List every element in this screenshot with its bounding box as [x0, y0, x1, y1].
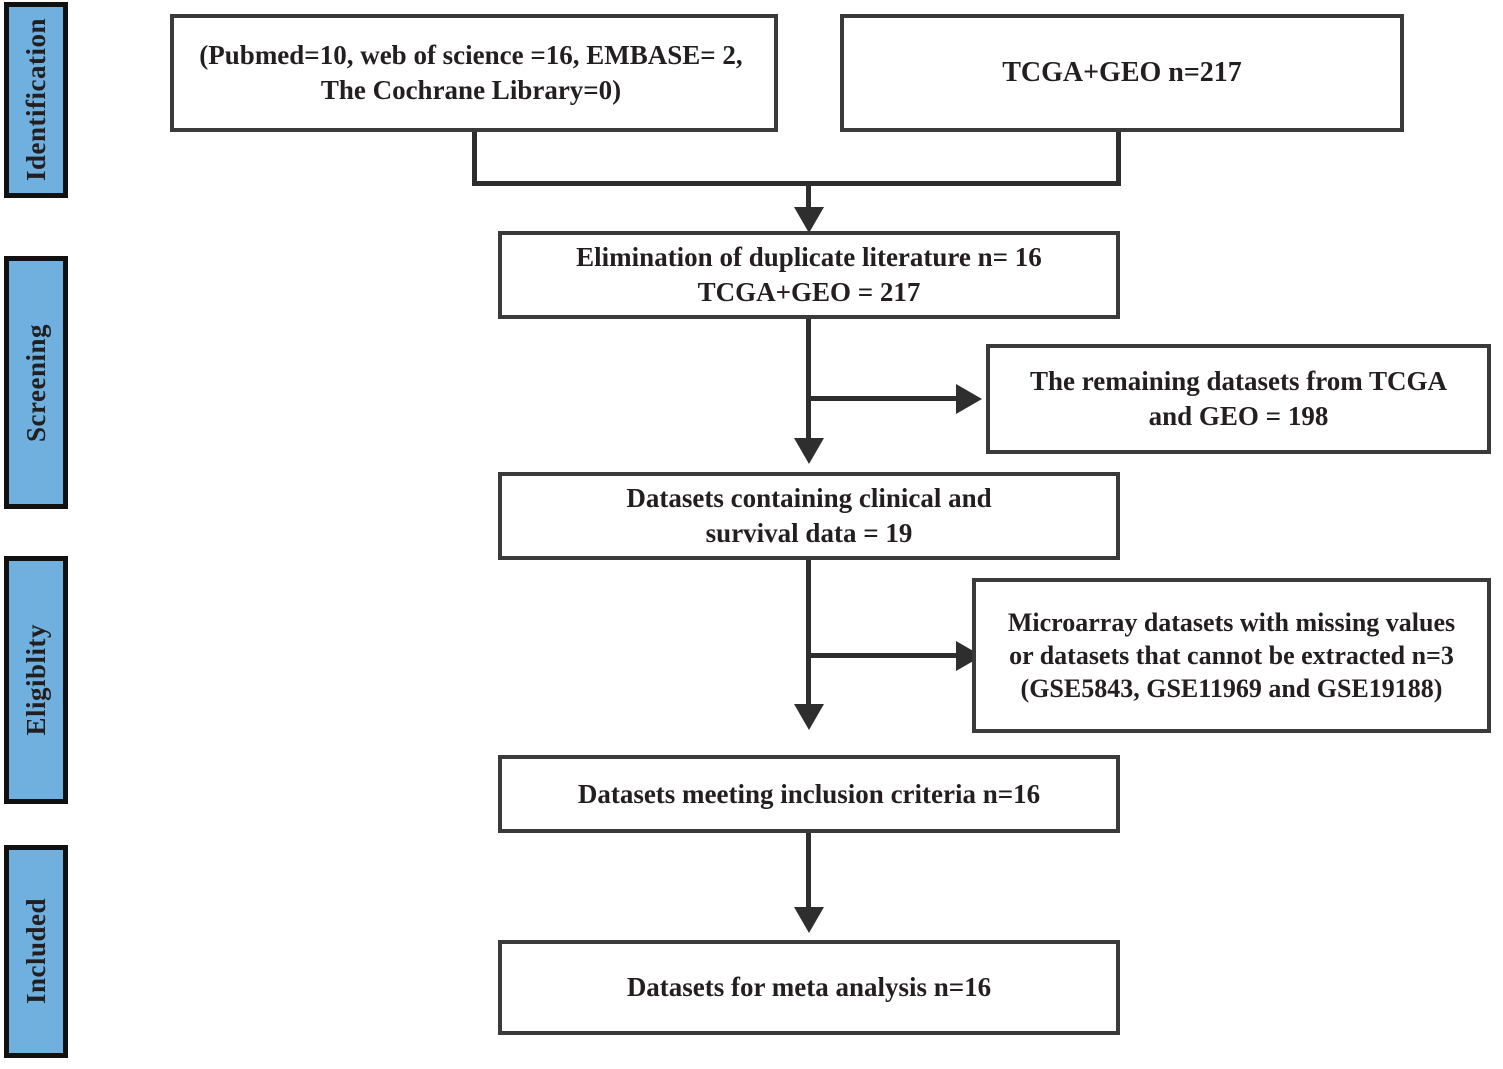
arrow-down-to-clinical: [794, 438, 824, 464]
connector-sources-stem: [472, 130, 477, 185]
connector-branch-to-remaining: [806, 396, 958, 401]
box-tcga-geo-text: TCGA+GEO n=217: [1002, 57, 1242, 89]
connector-clinical-trunk: [806, 558, 811, 708]
stage-bar-identification: Identification: [4, 2, 68, 198]
arrow-right-to-remaining: [956, 384, 982, 414]
box-tcga-geo: TCGA+GEO n=217: [840, 14, 1404, 132]
connector-duplicates-trunk: [806, 317, 811, 442]
arrow-down-to-duplicates: [794, 207, 824, 233]
box-remaining-datasets: The remaining datasets from TCGA and GEO…: [986, 344, 1491, 454]
stage-bar-included: Included: [4, 845, 68, 1058]
connector-merge-drop: [806, 181, 811, 213]
stage-label-eligibility: Eligiblity: [20, 624, 51, 736]
stage-bar-screening: Screening: [4, 256, 68, 509]
stage-label-identification: Identification: [20, 18, 51, 182]
box-clinical-survival-text: Datasets containing clinical and surviva…: [626, 483, 992, 548]
box-clinical-survival: Datasets containing clinical and surviva…: [498, 472, 1120, 560]
connector-tcga-stem: [1116, 130, 1121, 185]
box-elimination-duplicates: Elimination of duplicate literature n= 1…: [498, 231, 1120, 319]
box-remaining-datasets-text: The remaining datasets from TCGA and GEO…: [1029, 366, 1447, 431]
box-database-sources: (Pubmed=10, web of science =16, EMBASE= …: [170, 14, 778, 132]
arrow-down-to-inclusion: [794, 704, 824, 730]
box-database-sources-text: (Pubmed=10, web of science =16, EMBASE= …: [199, 40, 743, 105]
connector-merge-bar: [472, 181, 1121, 186]
box-elimination-duplicates-text: Elimination of duplicate literature n= 1…: [576, 242, 1042, 307]
connector-inclusion-trunk: [806, 831, 811, 911]
box-excluded-microarray: Microarray datasets with missing values …: [972, 578, 1491, 733]
connector-branch-to-excluded: [806, 653, 958, 658]
stage-label-screening: Screening: [20, 323, 51, 442]
box-excluded-microarray-text: Microarray datasets with missing values …: [1007, 607, 1456, 704]
arrow-down-to-meta: [794, 907, 824, 933]
box-meta-analysis: Datasets for meta analysis n=16: [498, 940, 1120, 1035]
box-meta-analysis-text: Datasets for meta analysis n=16: [626, 972, 992, 1003]
box-inclusion-criteria-text: Datasets meeting inclusion criteria n=16: [577, 778, 1041, 809]
stage-bar-eligibility: Eligiblity: [4, 556, 68, 804]
stage-label-included: Included: [20, 898, 51, 1005]
box-inclusion-criteria: Datasets meeting inclusion criteria n=16: [498, 755, 1120, 833]
